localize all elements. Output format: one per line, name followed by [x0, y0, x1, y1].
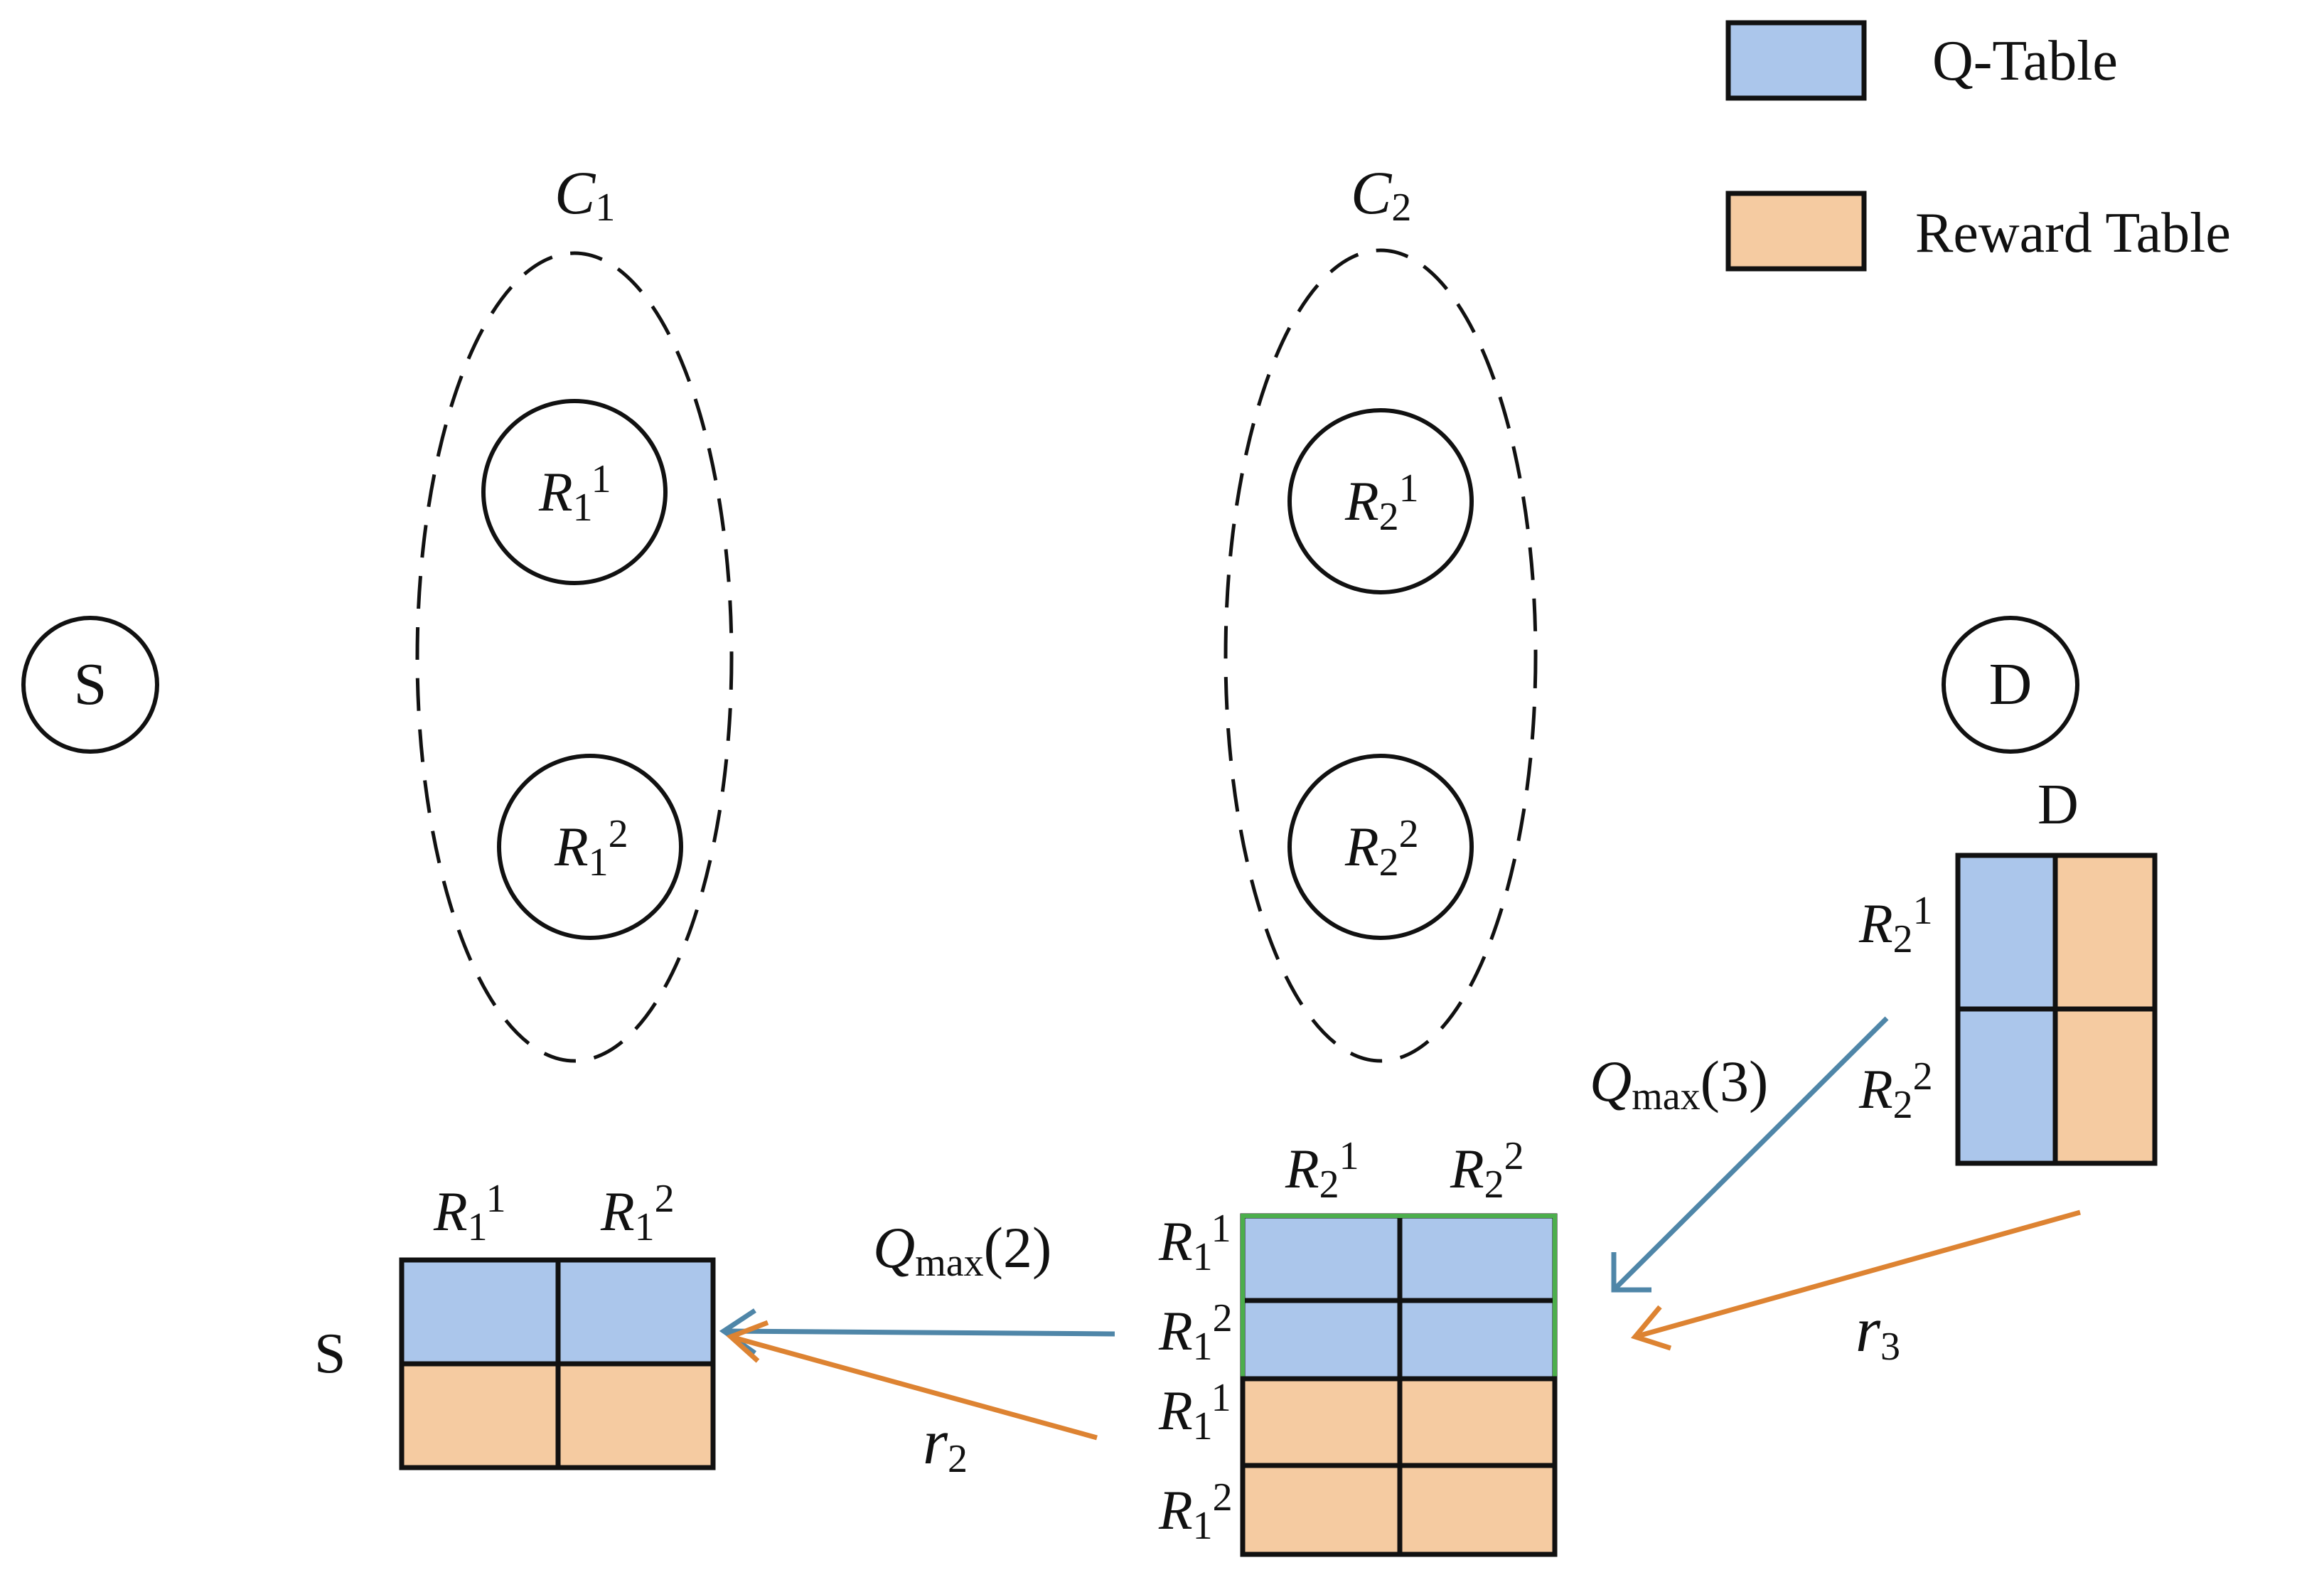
r-2-arrow [730, 1334, 1098, 1441]
destination-node-label: D [1989, 651, 2033, 717]
q-max-3-label: Qmax(3) [1590, 1049, 1768, 1118]
arrows [719, 1016, 2081, 1441]
legend-q-table-label: Q-Table [1932, 30, 2118, 92]
destination-table-reward-cell [2052, 1006, 2158, 1166]
middle-table-row-label: R12 [1158, 1475, 1233, 1548]
router-r2-1-node [1287, 408, 1474, 594]
legend-q-table-swatch [1725, 20, 1867, 101]
destination-node: D [1942, 616, 2079, 754]
legend-reward-table-swatch [1725, 191, 1867, 272]
r-2-arrow-head [726, 1320, 769, 1363]
middle-table-reward-cell [1397, 1376, 1558, 1468]
q-max-2-label: Qmax(2) [873, 1215, 1051, 1285]
source-table-reward-cell [399, 1361, 561, 1470]
r-2-label: r2 [923, 1407, 968, 1481]
middle-table: R21 R22 R11 R12 R11 R12 [1158, 1134, 1558, 1557]
middle-table-q-cell [1240, 1213, 1403, 1303]
source-table-reward-cell [555, 1361, 716, 1470]
source-table-row-label: S [314, 1323, 346, 1385]
middle-table-reward-cell [1240, 1376, 1403, 1468]
router-r1-2-label: R12 [554, 812, 628, 885]
middle-table-row-label: R11 [1158, 1376, 1231, 1448]
router-r1-2-node [497, 754, 683, 940]
middle-table-q-cell [1397, 1213, 1558, 1303]
destination-table-row-label: R21 [1858, 889, 1933, 961]
middle-table-reward-cell [1240, 1463, 1403, 1557]
cluster-c1-boundary [415, 251, 734, 1063]
legend-reward-table-label: Reward Table [1915, 202, 2231, 265]
cluster-c1: C1 R11 R12 [415, 159, 734, 1063]
source-node-label: S [74, 651, 107, 717]
router-r1-1-node [481, 399, 668, 585]
destination-table-q-cell [1955, 1006, 2058, 1166]
cluster-c1-label: C1 [555, 159, 615, 230]
destination-table-row-label: R22 [1858, 1054, 1933, 1127]
source-table-q-cell [555, 1257, 716, 1367]
destination-table: D R21 R22 [1858, 774, 2158, 1166]
q-max-3-arrow [1612, 1016, 1889, 1292]
router-r2-2-node [1287, 754, 1474, 940]
r-3-arrow [1634, 1209, 2081, 1340]
middle-table-row-label: R11 [1158, 1207, 1231, 1279]
middle-table-q-cell [1240, 1298, 1403, 1382]
middle-table-column-label: R21 [1285, 1134, 1359, 1207]
r-3-arrow-head [1630, 1305, 1672, 1351]
source-table-q-cell [399, 1257, 561, 1367]
legend: Q-Table Reward Table [1725, 20, 2231, 272]
middle-table-q-cell [1397, 1298, 1558, 1382]
cluster-c2: C2 R21 R22 [1223, 159, 1538, 1063]
r-3-label: r3 [1856, 1295, 1900, 1369]
destination-table-column-label: D [2037, 774, 2079, 836]
source-table-column-label: R11 [433, 1177, 506, 1249]
q-max-2-arrow [723, 1328, 1115, 1337]
q-max-3-arrow-head [1611, 1252, 1651, 1293]
cluster-c2-label: C2 [1351, 159, 1411, 230]
cluster-c2-boundary [1223, 248, 1538, 1063]
middle-table-column-label: R22 [1450, 1134, 1524, 1207]
destination-table-q-cell [1955, 853, 2058, 1012]
middle-table-reward-cell [1397, 1463, 1558, 1557]
destination-table-reward-cell [2052, 853, 2158, 1012]
source-table: R11 R12 S [314, 1177, 716, 1470]
router-r2-1-label: R21 [1344, 466, 1419, 539]
router-r1-1-label: R11 [538, 457, 611, 530]
middle-table-row-label: R12 [1158, 1296, 1233, 1369]
source-table-column-label: R12 [600, 1177, 675, 1249]
router-r2-2-label: R22 [1344, 812, 1419, 885]
source-node: S [21, 616, 159, 754]
